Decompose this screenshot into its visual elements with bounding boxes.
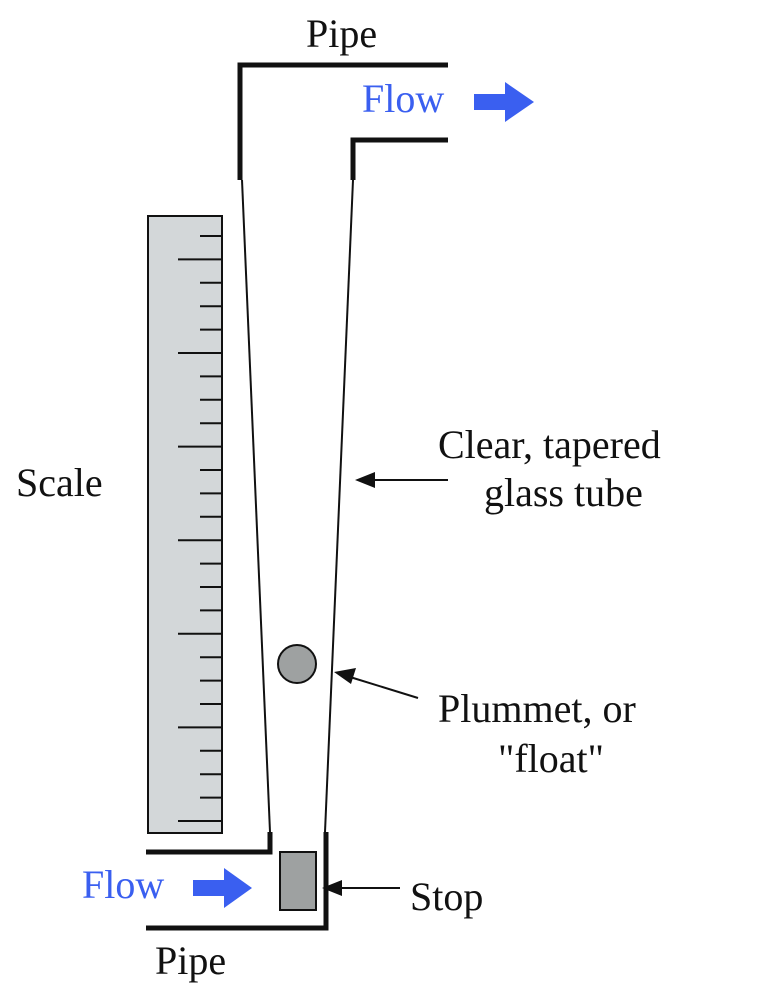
top-pipe-lower-wall — [350, 137, 448, 180]
float-label-line1: Plummet, or — [438, 686, 636, 731]
top-pipe-upper-wall — [237, 62, 448, 180]
bottom-pipe — [146, 832, 329, 931]
flow-top-arrow-icon — [474, 82, 534, 122]
stop-block — [279, 851, 317, 911]
tube-label-line1: Clear, tapered — [438, 422, 661, 467]
flow-bottom-label: Flow — [82, 862, 164, 907]
pipe-top-label: Pipe — [306, 11, 377, 56]
flow-top-label: Flow — [362, 76, 444, 121]
tube-label-line2: glass tube — [484, 470, 643, 515]
stop-pointer-head — [322, 880, 342, 896]
tube-pointer-head — [355, 472, 375, 488]
flow-bottom-arrow-icon — [193, 868, 252, 908]
top-pipe — [237, 62, 448, 180]
glass-tube — [241, 179, 354, 833]
tube-left-wall — [241, 179, 271, 833]
plummet-float — [277, 644, 317, 684]
bottom-pipe-upper-wall — [146, 832, 273, 855]
scale-body — [147, 215, 223, 834]
pointer-arrows — [322, 472, 448, 896]
scale-ticks — [178, 235, 222, 822]
scale-label: Scale — [16, 460, 103, 505]
float-pointer-line — [349, 676, 419, 699]
float-label-line2: "float" — [498, 736, 604, 781]
float-pointer-head — [334, 668, 356, 684]
bottom-pipe-lower-wall — [146, 832, 329, 931]
stop-label: Stop — [410, 874, 483, 919]
tube-right-wall — [324, 179, 354, 833]
scale — [147, 215, 223, 834]
pipe-bottom-label: Pipe — [155, 938, 226, 983]
